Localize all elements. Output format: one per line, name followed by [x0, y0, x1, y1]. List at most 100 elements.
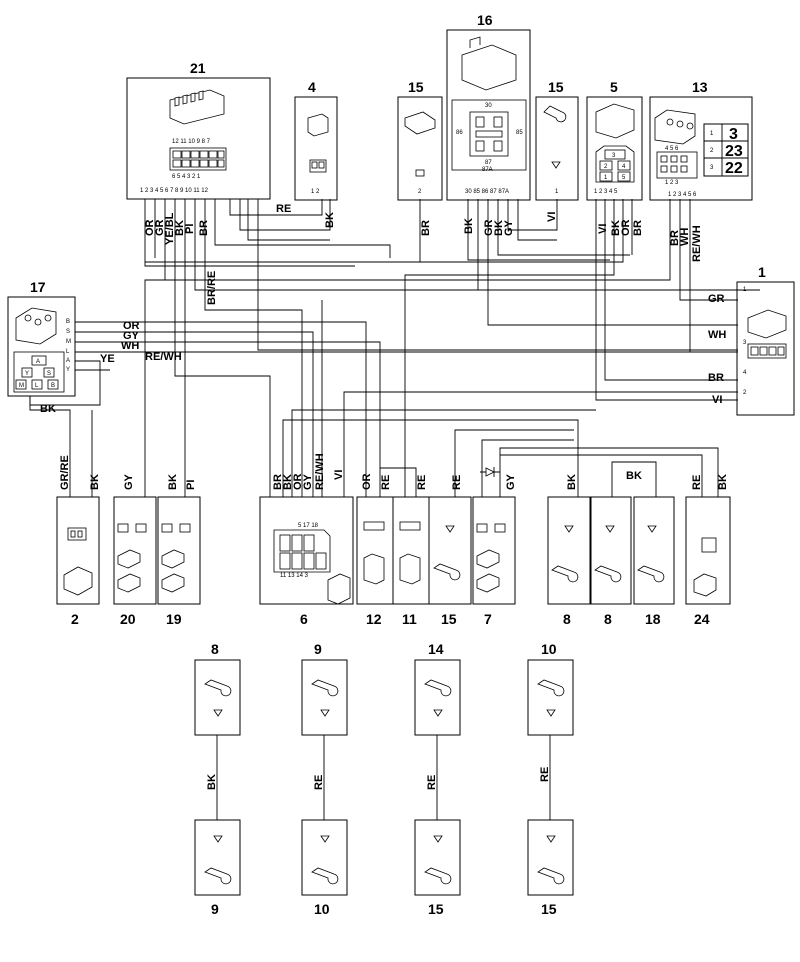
- c17-pin-l: L: [35, 383, 39, 389]
- label-8a: 8: [563, 611, 571, 627]
- c17-pin-side-a: A: [66, 358, 70, 364]
- wire-label-re-24: RE: [691, 475, 703, 490]
- wire-label-rewh-13: RE/WH: [691, 225, 703, 262]
- label-8b: 8: [604, 611, 612, 627]
- wire-label-br-1: BR: [708, 372, 724, 384]
- wire-label-gr-16: GR: [483, 219, 495, 236]
- c15a-pin: 2: [418, 189, 422, 195]
- terminal-8b-box: [590, 496, 632, 605]
- wire-label-rewh-17: RE/WH: [145, 351, 182, 363]
- c16-pins: 30 85 86 87 87A: [465, 189, 509, 195]
- c17-pin-s: S: [47, 371, 51, 377]
- connector-12-box: [356, 496, 394, 605]
- relay-pin-30: 30: [485, 103, 492, 109]
- label-11: 11: [402, 611, 417, 627]
- label-r15a: 15: [428, 901, 444, 917]
- table13-ref-1: 3: [729, 126, 738, 143]
- relay-pin-85: 85: [516, 130, 523, 136]
- ground-link-8-9: [194, 659, 241, 896]
- label-15b: 15: [548, 79, 564, 95]
- wire-label-rewh-6: RE/WH: [314, 453, 326, 490]
- connector-11-box: [392, 496, 430, 605]
- c5-pins: 1 2 3 4 5: [594, 189, 618, 195]
- wire-label-wh-1: WH: [708, 329, 726, 341]
- label-r14: 14: [428, 641, 444, 657]
- wire-label-br-21: BR: [198, 220, 210, 236]
- bullet-connector-icon: [117, 523, 147, 593]
- two-pin-connector-icon: [363, 521, 385, 585]
- c6-fuse-labels-bottom: 11 13 14 3: [280, 573, 309, 579]
- link-9-10: [301, 659, 348, 896]
- label-19: 19: [166, 611, 182, 627]
- c1-pin-3: 3: [743, 340, 747, 346]
- c17-pin-side-m: M: [66, 339, 71, 345]
- wire-label-re-r3: RE: [426, 775, 438, 790]
- wire-label-bk-2: BK: [89, 474, 101, 490]
- wire-label-re-top: RE: [276, 203, 291, 215]
- wire-label-br-15: BR: [420, 220, 432, 236]
- wire-label-gy-6: GY: [302, 473, 314, 490]
- c5-pin-4: 4: [622, 164, 626, 170]
- connector-15a-box: [397, 96, 443, 201]
- connector-4-box: [294, 96, 338, 201]
- wire-label-gy-16: GY: [503, 219, 515, 236]
- label-18: 18: [645, 611, 661, 627]
- ring-terminal-icon: [543, 105, 567, 169]
- wire-label-bk-8b: BK: [626, 470, 642, 482]
- c21-top-pins: 12 11 10 9 8 7: [172, 139, 211, 145]
- c21-pins: 1 2 3 4 5 6 7 8 9 10 11 12: [140, 188, 209, 194]
- wire-label-pi-21: PI: [184, 224, 196, 234]
- ring-terminal-icon: [637, 525, 665, 583]
- wire-label-re-12: RE: [380, 475, 392, 490]
- label-13: 13: [692, 79, 708, 95]
- c5-pin-2: 2: [604, 164, 608, 170]
- wire-label-re-r2: RE: [313, 775, 325, 790]
- wire-label-or-5: OR: [620, 219, 632, 236]
- fuse-block-icon: [273, 529, 351, 605]
- ring-terminal-icon: [551, 525, 579, 583]
- wire-label-bk-19: BK: [167, 474, 179, 490]
- c17-pin-side-s: S: [66, 329, 70, 335]
- bullet-connector-icon: [476, 523, 506, 593]
- c17-pin-m: M: [19, 383, 24, 389]
- wire-label-vi-1: VI: [712, 394, 722, 406]
- wire-label-re-r4: RE: [539, 767, 551, 782]
- c4-pins: 1 2: [311, 189, 320, 195]
- wire-harness: [29, 199, 760, 497]
- label-12: 12: [366, 611, 382, 627]
- wire-label-vi-6: VI: [333, 470, 345, 480]
- wire-label-br-13: BR: [669, 230, 681, 246]
- wire-label-grre-2: GR/RE: [59, 455, 71, 490]
- c17-pin-side-y: Y: [66, 367, 70, 373]
- wire-label-gy-20: GY: [123, 473, 135, 490]
- c1-pin-4: 4: [743, 370, 747, 376]
- label-15c: 15: [441, 611, 457, 627]
- two-pin-connector-icon: [399, 521, 421, 585]
- multi-pin-connector-icon: [169, 89, 227, 171]
- reference-table-13: 1 2 3 3 23 22: [703, 123, 749, 177]
- c17-pin-side-l: L: [66, 349, 70, 355]
- c13-pins: 1 2 3 4 5 6: [668, 192, 697, 198]
- table13-ref-3: 22: [725, 160, 743, 177]
- terminal-8a-box: [547, 496, 591, 605]
- c6-fuse-labels-top: 5 17 18: [298, 523, 319, 529]
- c17-pin-b: B: [51, 383, 55, 389]
- relay-pin-87a: 87A: [482, 167, 493, 173]
- ring-terminal-icon: [433, 525, 461, 581]
- wire-label-vi-15: VI: [546, 212, 558, 222]
- wire-label-bk-16b: BK: [493, 220, 505, 236]
- relay-icon: [451, 36, 527, 171]
- label-r15b: 15: [541, 901, 557, 917]
- table13-ref-2: 23: [725, 143, 743, 160]
- relay-pin-86: 86: [456, 130, 463, 136]
- table13-pos-1: 1: [710, 131, 714, 137]
- six-pin-connector-icon: [654, 109, 698, 179]
- diode-icon: [485, 467, 495, 477]
- wire-label-gy-7: GY: [505, 473, 517, 490]
- label-5: 5: [610, 79, 618, 95]
- wire-label-bk-24: BK: [717, 474, 729, 490]
- label-2: 2: [71, 611, 79, 627]
- relay-pin-87: 87: [485, 160, 492, 166]
